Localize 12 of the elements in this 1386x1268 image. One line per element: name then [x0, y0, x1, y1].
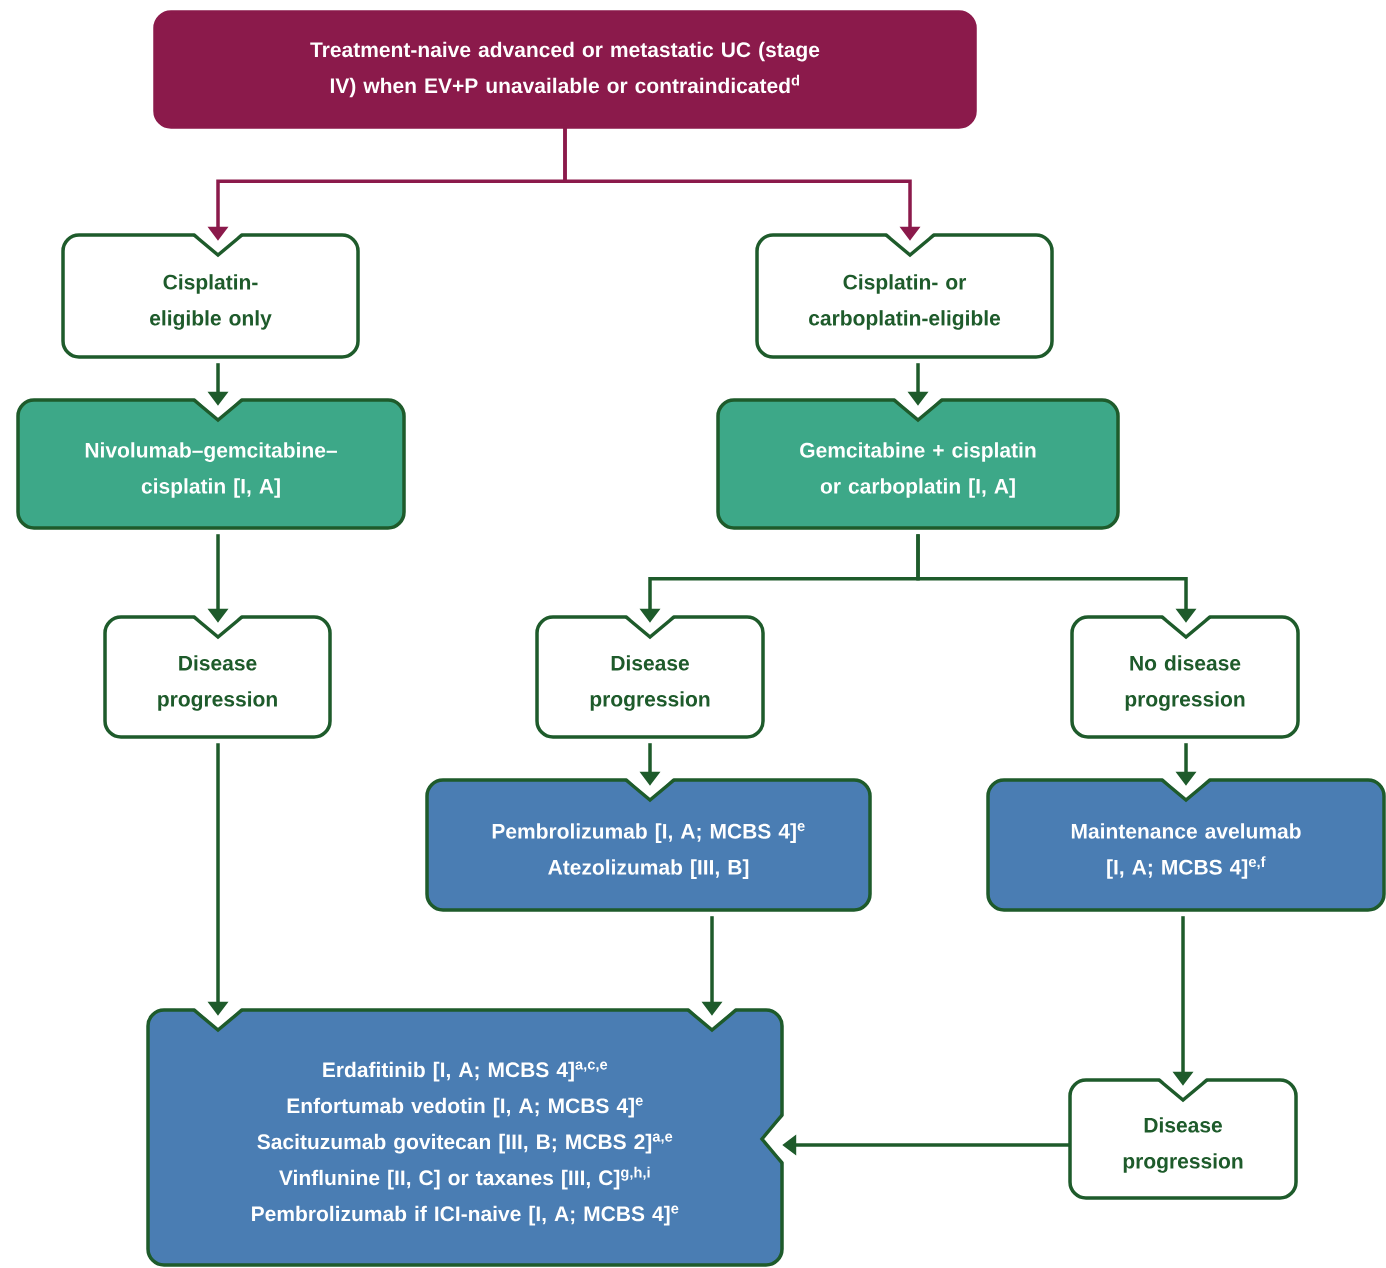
treatment-box: Pembrolizumab [I, A; MCBS 4]$^{e}$ Atezolizumab [III, B] — [425, 777, 872, 912]
treatment-box: Maintenance avelumab [I, A; MCBS 4]$^{e,f}$ — [986, 777, 1386, 912]
outcome-box: No disease progression — [1070, 614, 1300, 739]
outcome-box: Disease progression — [103, 614, 332, 739]
decision-box: Cisplatin-eligible only — [61, 232, 360, 359]
decision-box: Cisplatin- or carboplatin-eligible — [755, 232, 1054, 359]
treatment-box: Erdafitinib [I, A; MCBS 4]$^{a,c,e}$ Enfortumab vedotin [I, A; MCBS 4]$^{e}$ Sacituzumab govitecan [III, B; MCBS 2]$^{a,e}$ Vinflunine [II, C] or taxanes [III, C]$^{g,h,i}$ Pembrolizumab if ICI-naive [I, A; MCBS 4]$^{e}$ — [146, 1007, 785, 1267]
outcome-box: Disease progression — [535, 614, 765, 739]
start-box: Treatment-naive advanced or metastatic UC (stage IV) when EV+P unavailable or contraindicated$^{d}$ — [153, 10, 977, 129]
outcome-box: Disease progression — [1068, 1077, 1298, 1200]
treatment-box: Gemcitabine + cisplatin or carboplatin [I, A] — [716, 397, 1120, 530]
treatment-box: Nivolumab–gemcitabine–cisplatin [I, A] — [16, 397, 406, 530]
